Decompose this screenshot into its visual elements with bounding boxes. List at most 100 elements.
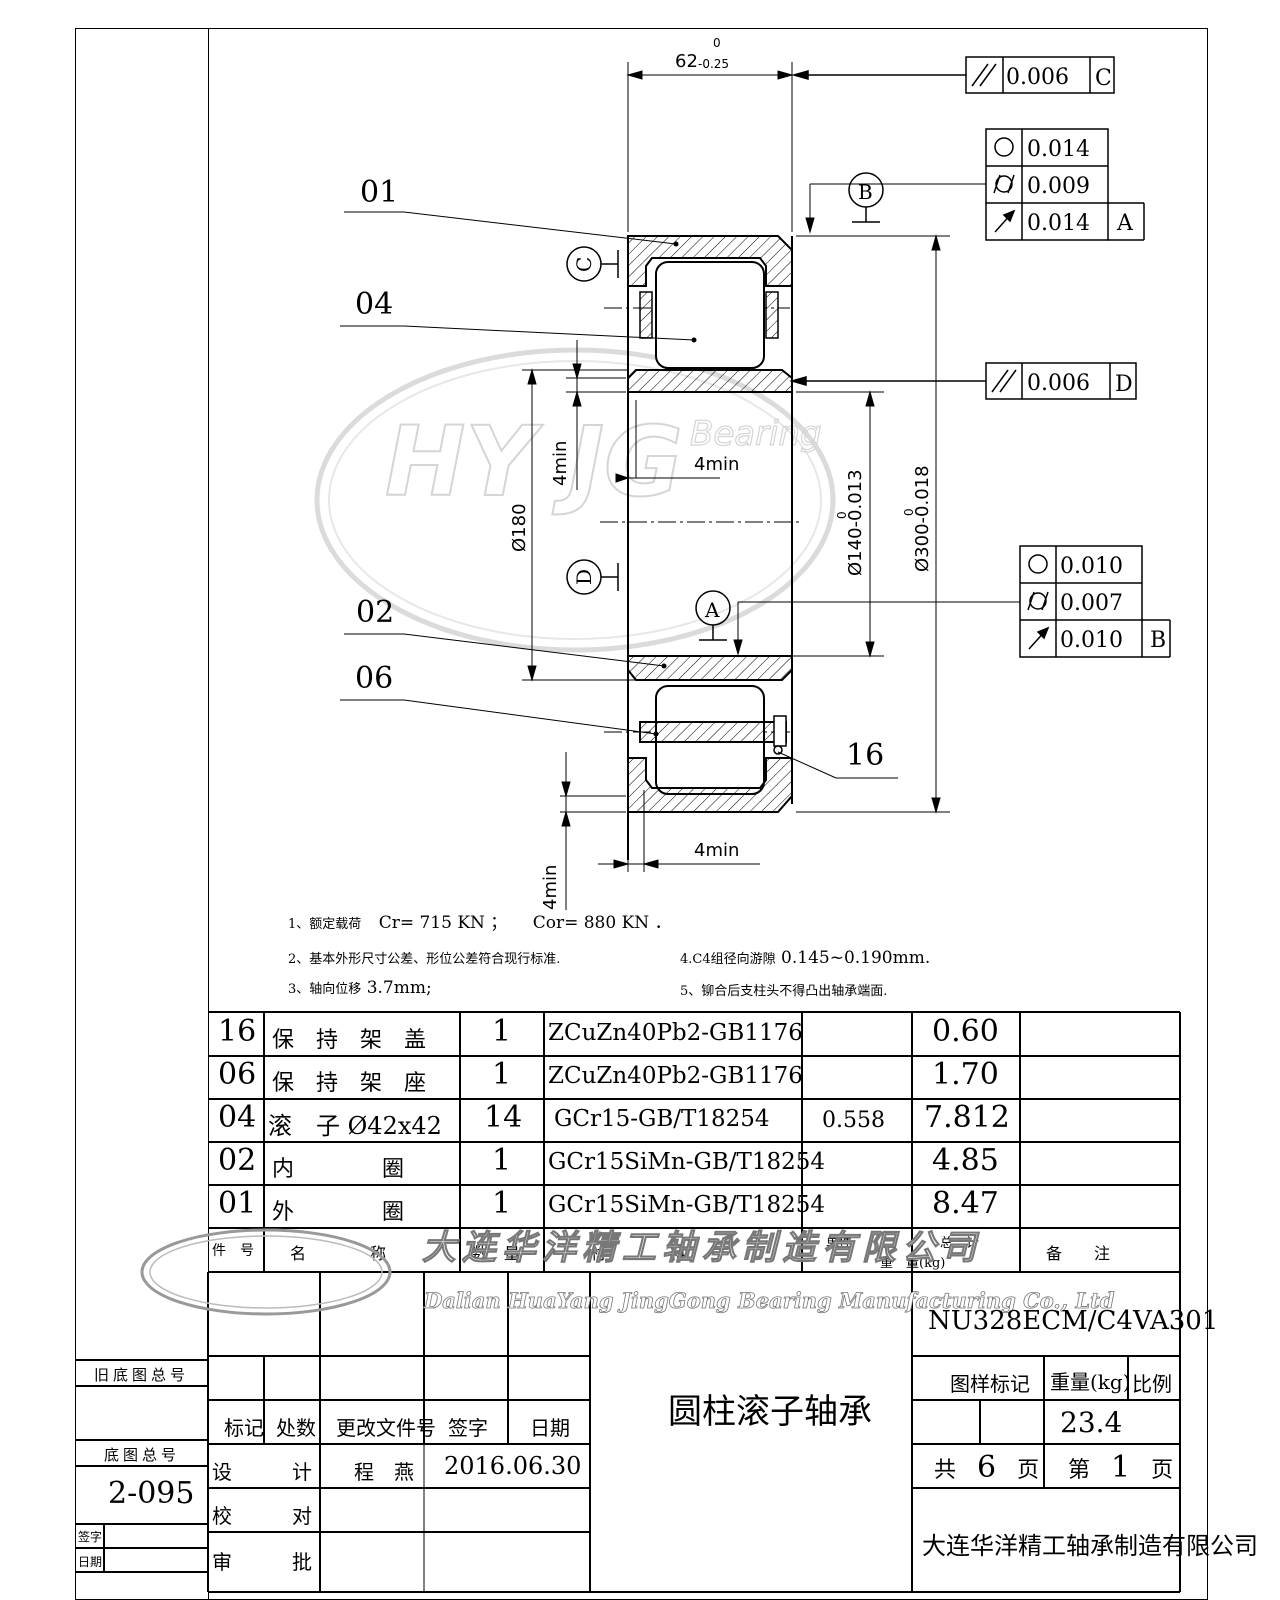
bom-total: 4.85: [932, 1143, 999, 1178]
note-2-text: 2、基本外形尺寸公差、形位公差符合现行标准.: [288, 952, 561, 967]
inner-roundness: 0.010: [1060, 554, 1123, 579]
page-number: 第 1 页: [1068, 1450, 1173, 1485]
raceway-diameter-value: Ø180: [509, 503, 530, 552]
outer-ring-bottom: [627, 757, 793, 813]
bom-header-total: 总 计: [940, 1236, 980, 1251]
part-number: NU328ECM/C4VA301: [928, 1306, 1219, 1336]
tolerance-frame-parallel-d: [789, 362, 1137, 400]
watermark-small-logo: [140, 1228, 392, 1316]
note-4-label: 4.C4组径向游隙: [680, 952, 776, 967]
bom-name: 内 圈: [272, 1157, 405, 1182]
note-3-label: 3、轴向位移: [288, 982, 362, 997]
callout-02: 02: [356, 595, 394, 630]
watermark-company-cn: 大连华洋精工轴承制造有限公司: [422, 1228, 982, 1269]
note-1-cor: Cor= 880 KN ．: [532, 913, 672, 933]
bom-no: 02: [218, 1143, 257, 1178]
designer-name: 程 燕: [354, 1460, 414, 1484]
bom-qty: 14: [484, 1100, 523, 1135]
approve-label: 审 批: [212, 1550, 312, 1574]
company-name: 大连华洋精工轴承制造有限公司: [922, 1532, 1258, 1560]
bom-name: 滚 子 Ø42x42: [268, 1112, 442, 1140]
note-4: 4.C4组径向游隙 0.145~0.190mm.: [680, 948, 930, 968]
bom-material: GCr15SiMn-GB/T18254: [548, 1149, 826, 1175]
outer-runout: 0.014: [1027, 211, 1090, 236]
watermark-bearing-word: Bearing: [690, 414, 822, 454]
bom-header-qty: 数 量: [472, 1244, 521, 1263]
bom-name: 保 持 架 盖: [272, 1028, 427, 1053]
rev-header-count: 处数: [276, 1416, 316, 1440]
base-drawing-number: 2-095: [108, 1476, 195, 1511]
bom-no: 01: [218, 1186, 257, 1221]
design-date: 2016.06.30: [444, 1452, 582, 1480]
outer-diameter-dimension: [796, 234, 950, 814]
inner-ring-top: [627, 369, 793, 393]
note-1-label: 1、额定载荷: [288, 917, 362, 932]
check-label: 校 对: [212, 1504, 312, 1528]
bom-no: 06: [218, 1057, 257, 1092]
min-chamfer-dims-lower: [560, 752, 760, 910]
parallel-c-ref: C: [1095, 66, 1112, 91]
datum-c: [566, 246, 619, 282]
min-chamfer-dims-upper: [566, 340, 720, 490]
bom-no: 04: [218, 1100, 257, 1135]
note-5: 5、铆合后支柱头不得凸出轴承端面.: [680, 980, 887, 1000]
weight-value: 23.4: [1060, 1406, 1123, 1439]
bom-material: ZCuZn40Pb2-GB1176: [548, 1020, 803, 1046]
bom-header-name: 名 称: [290, 1244, 387, 1263]
bom-material: ZCuZn40Pb2-GB1176: [548, 1063, 803, 1089]
old-drawing-label: 旧底图总号: [94, 1366, 190, 1384]
note-2: 2、基本外形尺寸公差、形位公差符合现行标准.: [288, 948, 560, 968]
callout-06: 06: [355, 661, 393, 696]
note-4-value: 0.145~0.190mm.: [781, 948, 931, 968]
drawing-title: 圆柱滚子轴承: [668, 1392, 872, 1432]
design-label: 设 计: [212, 1460, 312, 1484]
parallel-c-value: 0.006: [1006, 65, 1069, 90]
page-number-prefix: 第: [1068, 1458, 1091, 1483]
outer-cylindricity: 0.009: [1027, 174, 1090, 199]
page-number-suffix: 页: [1151, 1458, 1174, 1483]
date-label: 日期: [78, 1555, 103, 1569]
parallel-d-value: 0.006: [1027, 371, 1090, 396]
base-drawing-label: 底图总号: [104, 1446, 181, 1464]
cage-bar: [639, 721, 787, 743]
outer-roundness: 0.014: [1027, 137, 1090, 162]
outer-runout-ref: A: [1116, 211, 1134, 236]
total-pages: 共 6 页: [934, 1450, 1039, 1485]
datum-a-label: A: [704, 598, 720, 622]
sign-label: 签字: [78, 1530, 103, 1544]
rev-header-mark: 标记: [224, 1416, 264, 1440]
watermark-logo: HY JG Bearing: [314, 347, 836, 653]
inner-runout: 0.010: [1060, 628, 1123, 653]
bore-diameter-dimension: [730, 390, 884, 658]
mark-label: 图样标记: [950, 1372, 1030, 1396]
outer-dia-tol-upper: 0: [902, 508, 916, 516]
bom-qty: 1: [492, 1057, 512, 1092]
total-pages-value: 6: [977, 1450, 997, 1485]
width-dimension: [626, 62, 794, 232]
callout-01: 01: [360, 175, 398, 210]
note-3: 3、轴向位移 3.7mm;: [288, 978, 432, 998]
bom-header-material: 材 料: [590, 1244, 687, 1263]
bom-unit: 0.558: [822, 1108, 885, 1133]
rev-header-date: 日期: [530, 1416, 570, 1440]
scale-label: 比例: [1132, 1372, 1172, 1396]
min4-horizontal-lower: 4min: [694, 840, 739, 861]
datum-d: [566, 559, 619, 595]
bom-name: 保 持 架 座: [272, 1071, 427, 1096]
tolerance-frame-parallel-c: [791, 56, 1115, 94]
bom-header-unit: 单件: [826, 1236, 853, 1251]
datum-c-label: C: [572, 257, 596, 272]
datum-a: [695, 590, 731, 641]
datum-b-label: B: [858, 180, 873, 204]
watermark-hy: HY JG: [385, 406, 683, 518]
bore-diameter-value: Ø140-0.013: [845, 469, 866, 576]
inner-runout-ref: B: [1150, 628, 1166, 653]
page-number-value: 1: [1111, 1450, 1131, 1485]
bom-header-remark: 备 注: [1046, 1244, 1111, 1263]
datum-d-label: D: [572, 569, 596, 585]
note-3-value: 3.7mm;: [366, 978, 432, 998]
width-tol-lower: -0.25: [698, 57, 729, 71]
bom-qty: 1: [492, 1143, 512, 1178]
width-value: 62: [675, 51, 698, 72]
min4-horizontal-upper: 4min: [694, 454, 739, 475]
